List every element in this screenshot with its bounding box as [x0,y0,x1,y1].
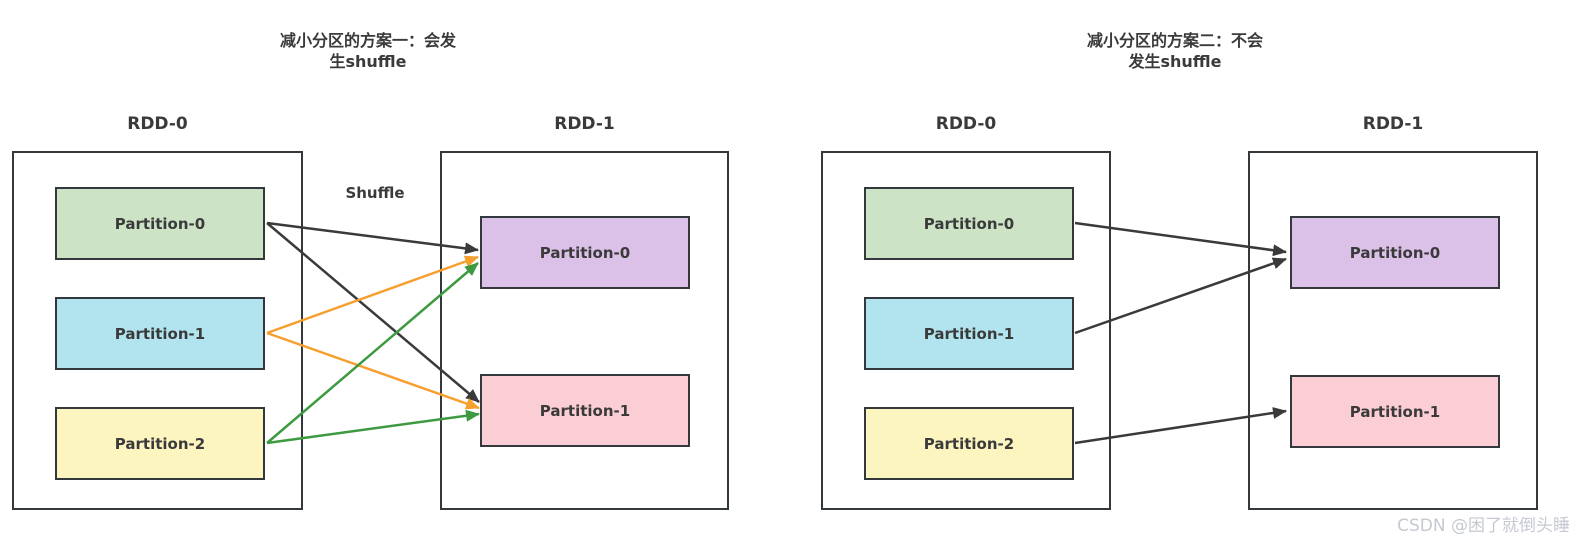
left-rdd1-partition-1: Partition-1 [480,374,690,447]
right-rdd0-partition-2: Partition-2 [864,407,1074,480]
left-rdd1-label: RDD-1 [554,114,615,134]
right-diagram-title: 减小分区的方案二：不会 发生shuffle [1025,30,1325,72]
right-rdd1-partition-0: Partition-0 [1290,216,1500,289]
right-rdd0-label: RDD-0 [935,114,997,134]
left-rdd0-partition-0: Partition-0 [55,187,265,260]
right-rdd1-container [1248,151,1538,510]
right-rdd0-partition-0: Partition-0 [864,187,1074,260]
csdn-watermark: CSDN @困了就倒头睡 [1397,516,1570,536]
left-rdd1-partition-0: Partition-0 [480,216,690,289]
left-diagram-title: 减小分区的方案一：会发 生shuffle [218,30,518,72]
right-rdd0-partition-1: Partition-1 [864,297,1074,370]
shuffle-label: Shuffle [345,184,405,202]
right-rdd1-label: RDD-1 [1362,114,1424,134]
left-rdd0-label: RDD-0 [127,114,188,134]
right-diagram-title-line1: 减小分区的方案二：不会 [1086,31,1263,50]
left-diagram-title-line1: 减小分区的方案一：会发 [279,31,456,50]
left-rdd0-partition-2: Partition-2 [55,407,265,480]
right-rdd1-partition-1: Partition-1 [1290,375,1500,448]
left-rdd1-container [440,151,729,510]
left-rdd0-partition-1: Partition-1 [55,297,265,370]
left-diagram-title-line2: 生shuffle [329,52,407,71]
right-diagram-title-line2: 发生shuffle [1128,52,1222,71]
